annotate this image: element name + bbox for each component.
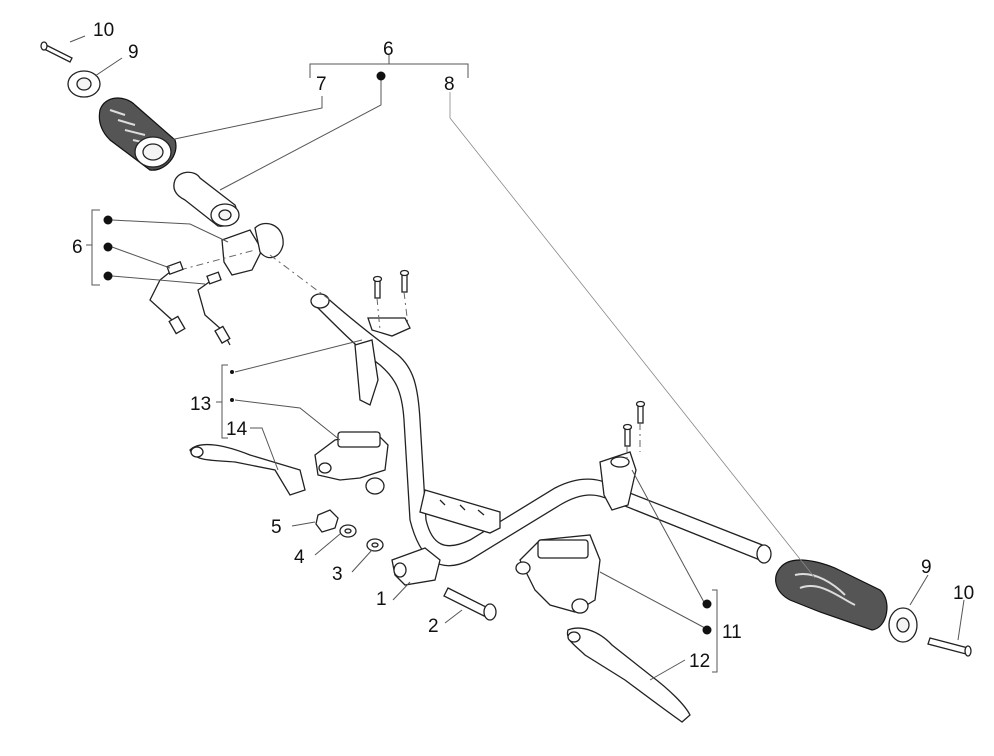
callout-10-right: 10 [953,583,974,604]
left-brake-lever-assembly [189,431,389,496]
callout-3: 3 [332,564,343,585]
callout-13: 13 [190,394,211,415]
callout-7: 7 [316,74,327,95]
clamp-screws [372,269,646,460]
throttle-housing-and-cables [149,222,331,346]
callout-14: 14 [226,419,248,440]
callout-5: 5 [271,517,282,538]
callout-6-top: 6 [383,39,394,60]
bullet-dot [702,625,712,635]
bullet-dot [230,398,234,402]
callouts: 6 7 8 10 9 6 13 14 5 4 3 1 2 11 12 9 10 [72,20,974,672]
bullet-dots [103,71,712,635]
callout-9-right: 9 [921,557,932,578]
bullet-dot [103,271,113,281]
bullet-dot [376,71,386,81]
callout-10-left: 10 [93,20,114,41]
handlebar-frame [310,293,772,567]
right-grip-assembly [775,559,972,657]
bullet-dot [702,599,712,609]
leader-lines [69,35,965,681]
callout-4: 4 [294,547,305,568]
small-parts [315,509,497,621]
bullet-dot [103,242,113,252]
right-brake-lever-assembly [515,534,691,723]
callout-8: 8 [444,74,455,95]
callout-11: 11 [722,622,742,643]
callout-2: 2 [428,616,439,637]
callout-12: 12 [689,651,710,672]
bullet-dot [103,215,113,225]
bullet-dot [230,370,234,374]
callout-1: 1 [376,589,387,610]
callout-6-left: 6 [72,237,83,258]
left-grip-assembly [40,41,240,227]
callout-9-left: 9 [128,42,139,63]
